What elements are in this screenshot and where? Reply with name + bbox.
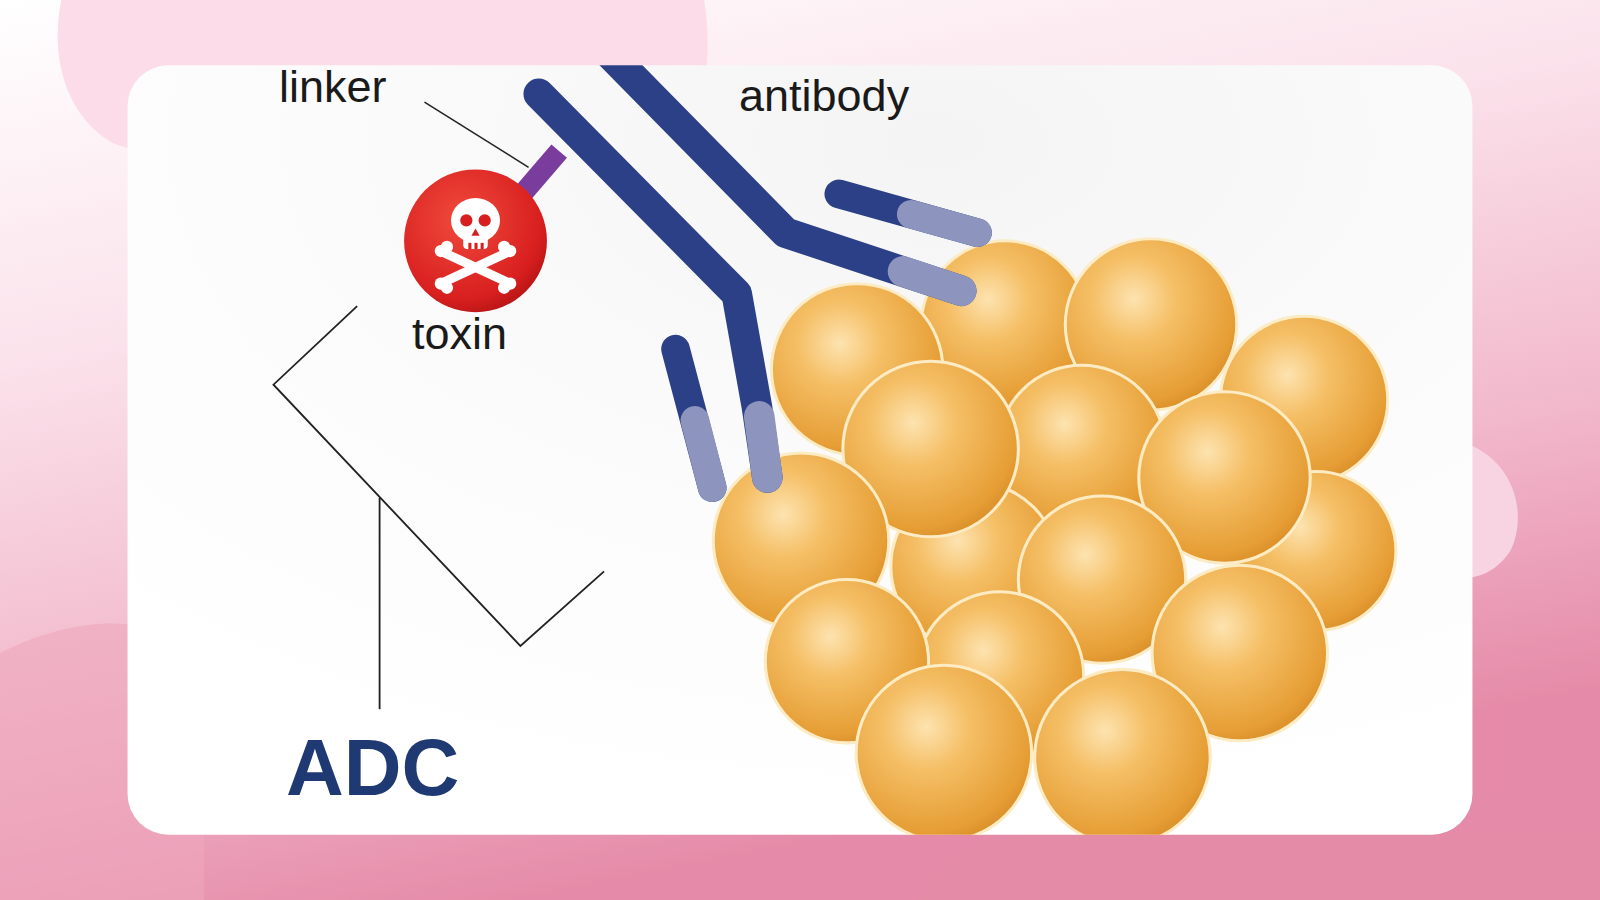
background-blob	[918, 835, 1600, 900]
part-label: antibody	[739, 73, 909, 118]
antibody-shape	[539, 65, 978, 487]
part-label: toxin	[412, 311, 507, 356]
part-label: linker	[279, 64, 387, 109]
leader-line	[424, 102, 528, 167]
toxin-symbol	[404, 169, 547, 312]
bracket-stem	[379, 498, 381, 709]
bracket	[273, 306, 604, 646]
tumor-cell-cluster	[713, 239, 1396, 835]
title-label: ADC	[286, 728, 459, 808]
card	[128, 65, 1473, 834]
linker-shape	[522, 151, 559, 194]
